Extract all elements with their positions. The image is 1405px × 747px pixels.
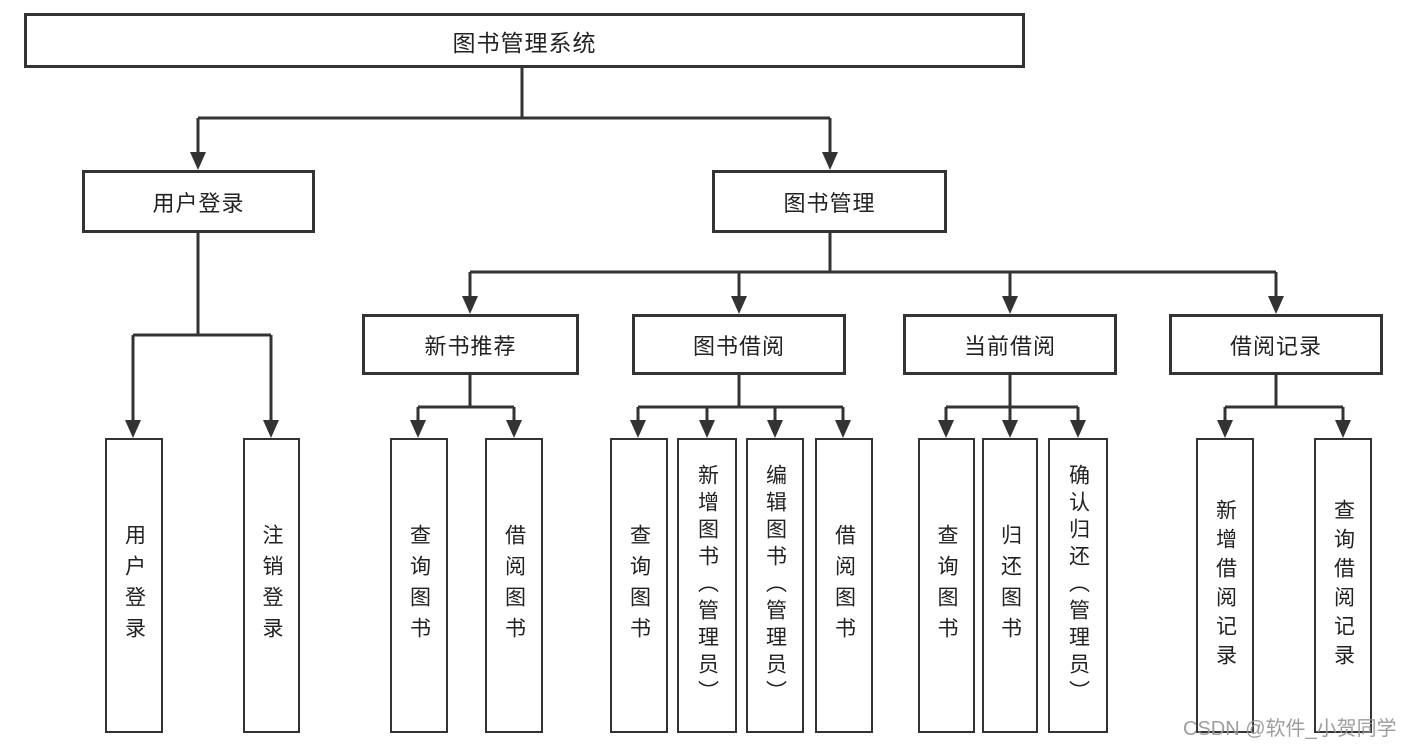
leaf-query-borrow-record: 查询借阅记录 [1314, 438, 1372, 733]
leaf-recommend-borrow-books: 借阅图书 [485, 438, 543, 733]
leaf-current-query-books: 查询图书 [918, 438, 975, 733]
leaf-borrow-borrow-books: 借阅图书 [815, 438, 873, 733]
leaf-borrow-query-books: 查询图书 [610, 438, 668, 733]
csdn-watermark: CSDN @软件_小贺同学 [1183, 718, 1397, 740]
node-borrowing-records: 借阅记录 [1169, 314, 1383, 375]
leaf-recommend-query-books: 查询图书 [390, 438, 448, 733]
node-user-login: 用户登录 [82, 170, 315, 233]
leaf-user-login: 用户登录 [105, 438, 163, 733]
leaf-edit-books-admin: 编辑图书（管理员） [746, 438, 804, 733]
leaf-add-books-admin: 新增图书（管理员） [677, 438, 737, 733]
node-current-borrowing: 当前借阅 [903, 314, 1117, 375]
leaf-confirm-return-admin: 确认归还（管理员） [1048, 438, 1108, 733]
leaf-add-borrow-record: 新增借阅记录 [1196, 438, 1254, 733]
node-library-management-system: 图书管理系统 [24, 13, 1025, 68]
leaf-return-books: 归还图书 [982, 438, 1038, 733]
node-book-management: 图书管理 [712, 170, 947, 233]
leaf-logout-login: 注销登录 [243, 438, 300, 733]
node-book-borrowing: 图书借阅 [632, 314, 846, 375]
node-new-book-recommend: 新书推荐 [362, 314, 579, 375]
